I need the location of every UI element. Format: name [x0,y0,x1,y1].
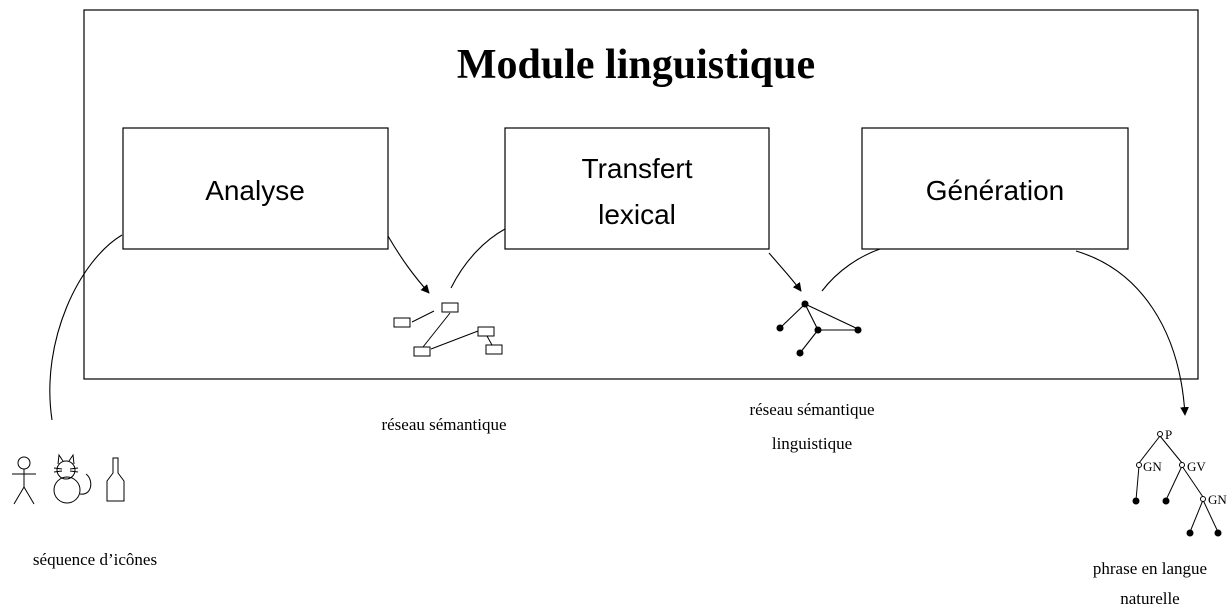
tree-leaf [1162,497,1170,505]
tree-leaf [1214,529,1222,537]
network-node [413,346,431,357]
icon-sequence [12,453,125,505]
graph-node [854,326,862,334]
tree-leaf [1186,529,1194,537]
reseau-linguistique-label-line2: linguistique [772,434,852,453]
syntax-tree [1132,431,1222,537]
tree-node [1136,462,1142,468]
reseau-linguistique-label-line1: réseau sémantique [749,400,874,419]
generation-label: Génération [926,175,1065,206]
phrase-label-line2: naturelle [1120,589,1179,608]
network-node [477,326,495,337]
tree-label-p: P [1165,427,1172,442]
transfert-label-line2: lexical [598,199,676,230]
analyse-label: Analyse [205,175,305,206]
analyse-box: Analyse [122,127,389,250]
graph-node [776,324,784,332]
transfert-output-arrow [768,252,802,292]
cat-icon [53,453,92,504]
input-curve [49,234,123,421]
bottle-icon [106,457,125,502]
tree-label-gv: GV [1187,459,1206,474]
transfert-input-curve [450,228,506,289]
graph-node [814,326,822,334]
module-frame [83,9,1199,380]
generation-output-arrow [1075,250,1189,416]
module-title: Module linguistique [457,42,815,88]
tree-node [1200,496,1206,502]
transfert-box: Transfert lexical [504,127,770,250]
network-node [485,344,503,355]
sequence-icones-label: séquence d’icônes [33,550,157,569]
semantic-network-graph [393,302,503,357]
person-icon [12,456,36,505]
linguistic-network-graph [776,300,862,357]
generation-input-curve [821,248,881,292]
tree-node [1157,431,1163,437]
transfert-label-line1: Transfert [582,153,693,184]
analyse-output-arrow [387,235,430,294]
graph-node [801,300,809,308]
graph-node [796,349,804,357]
tree-node [1179,462,1185,468]
generation-box: Génération [861,127,1129,250]
reseau-semantique-label: réseau sémantique [381,415,506,434]
tree-leaf [1132,497,1140,505]
tree-label-gn: GN [1143,459,1162,474]
network-node [393,317,411,328]
phrase-label-line1: phrase en langue [1093,559,1207,578]
tree-label-gn-2: GN [1208,492,1227,507]
network-node [441,302,459,313]
